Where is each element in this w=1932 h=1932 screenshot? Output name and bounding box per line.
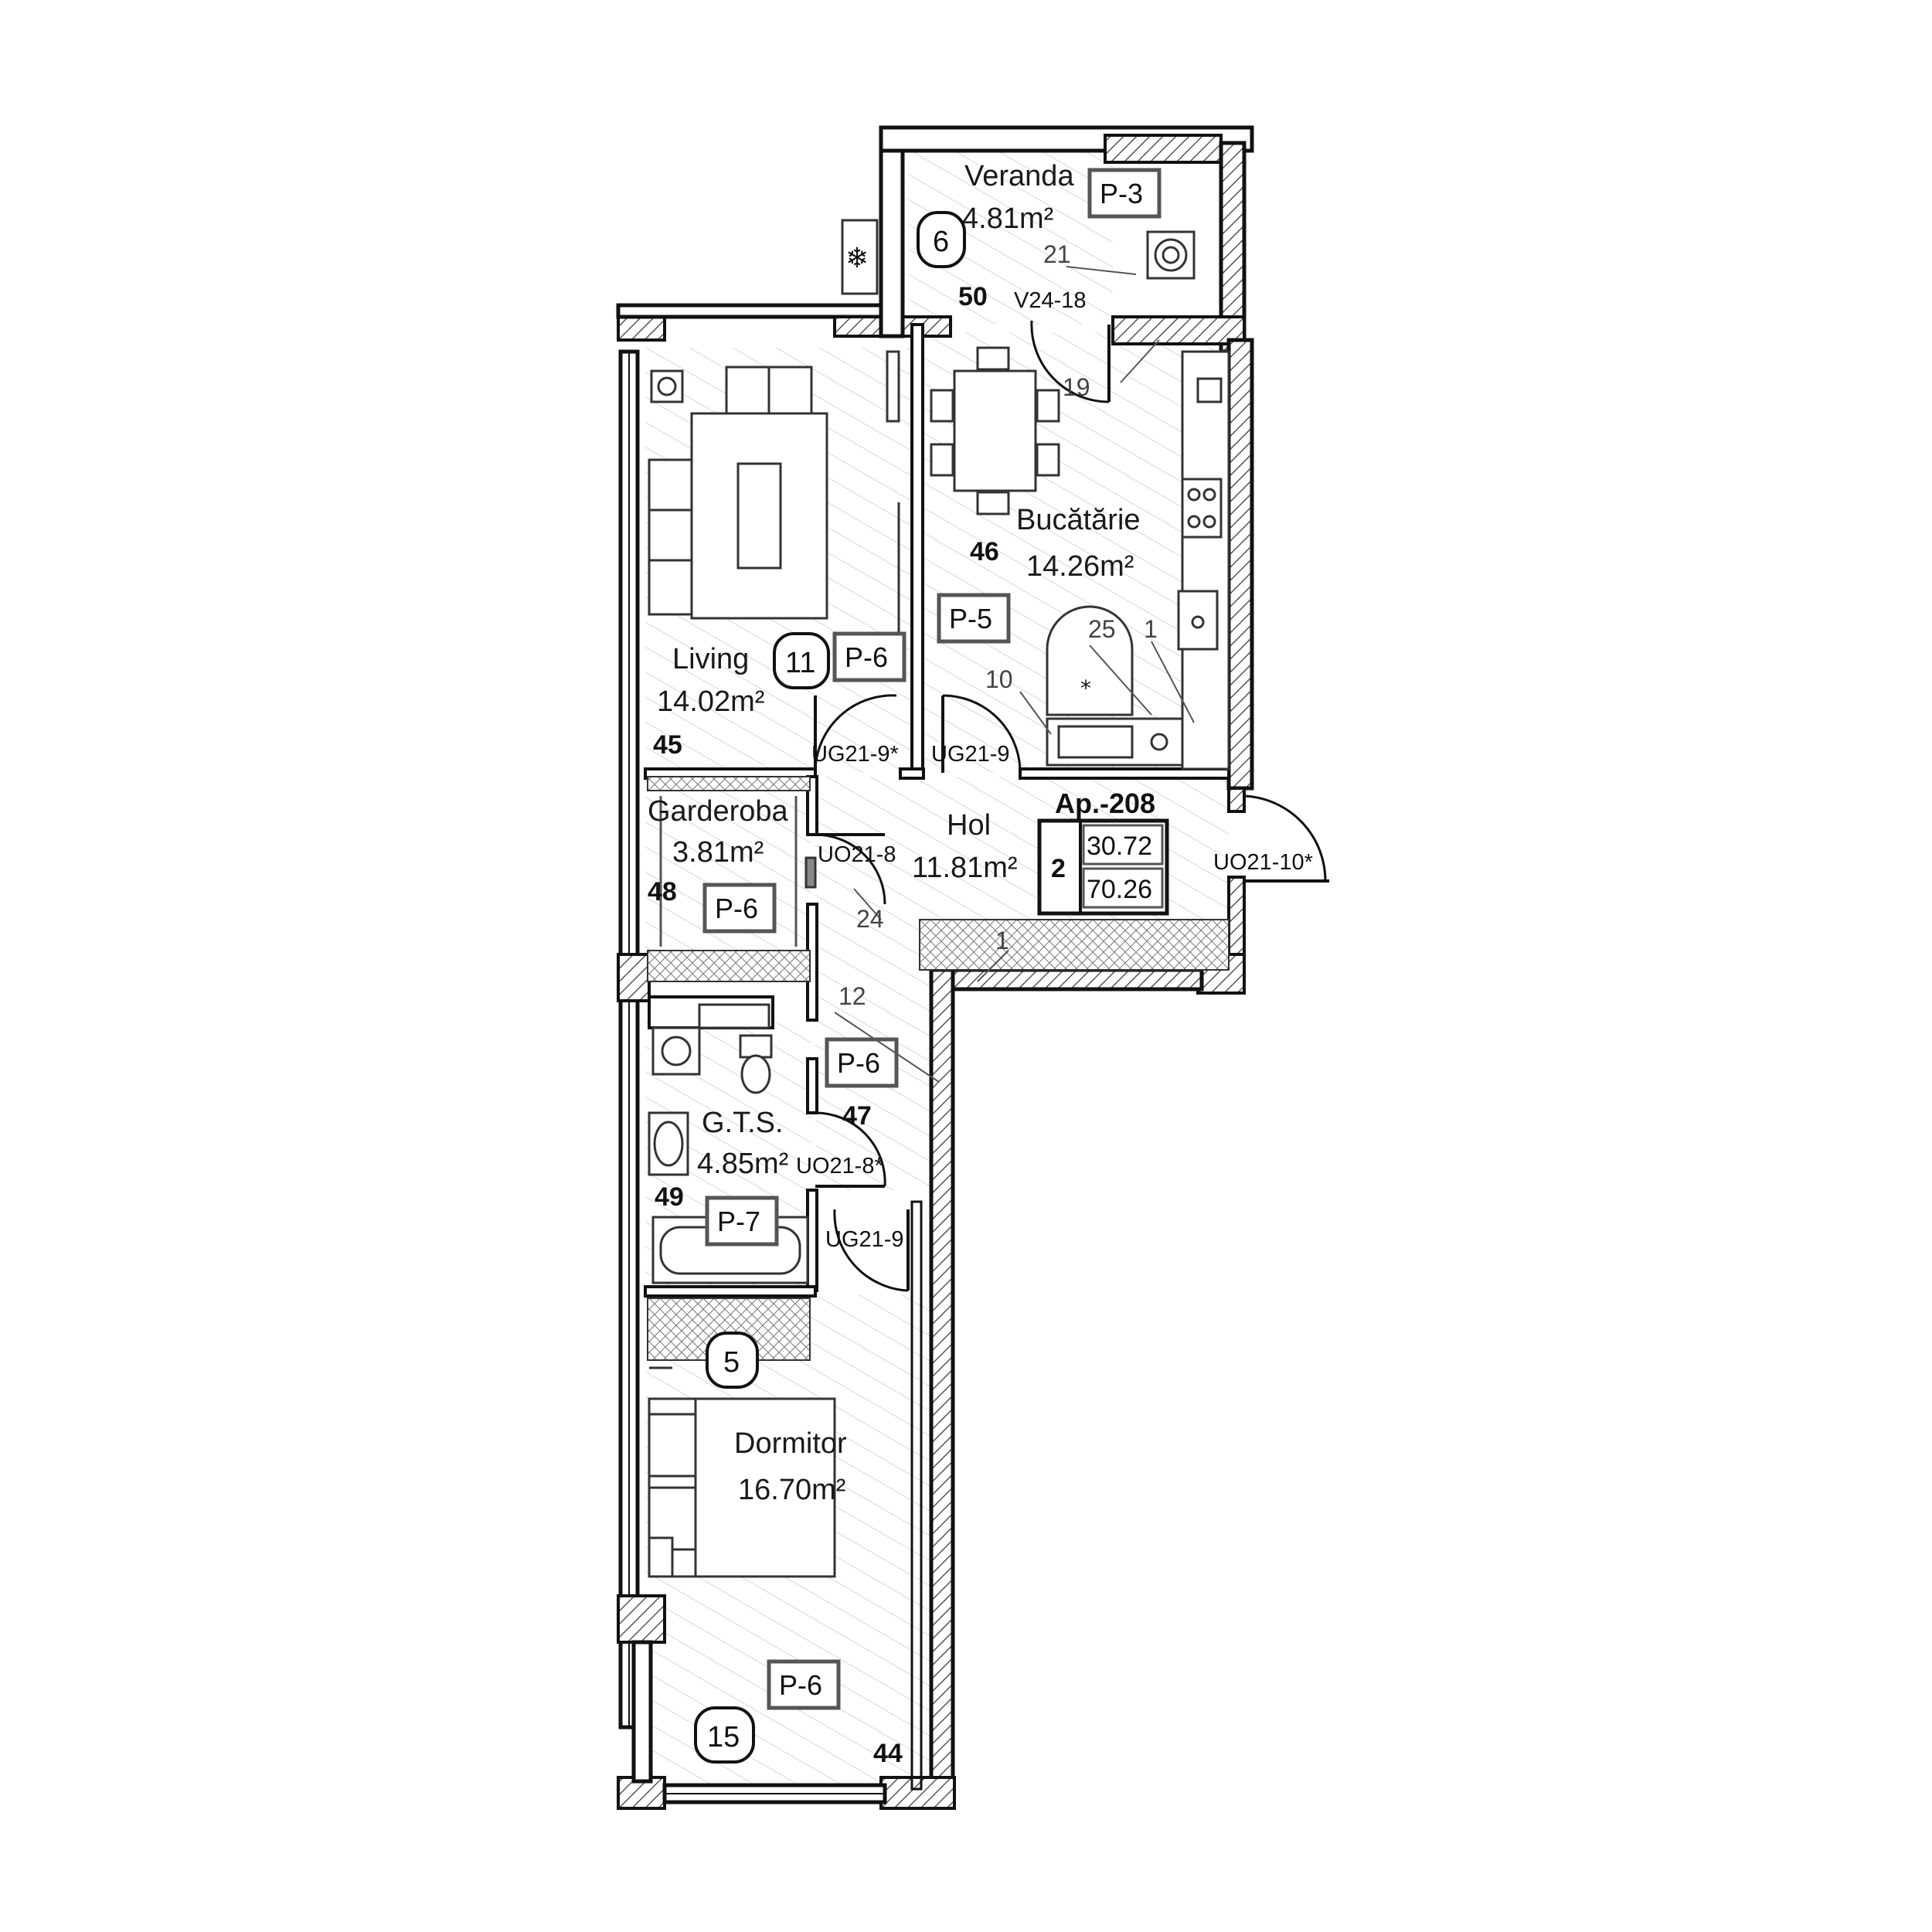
circle-marker-corridor: 5 — [706, 1332, 759, 1389]
wall-living-kitchen — [910, 323, 924, 774]
room-code-living: 45 — [653, 730, 682, 760]
room-name-garderoba: Garderoba — [648, 795, 789, 828]
room-name-gts: G.T.S. — [702, 1107, 784, 1139]
finish-tag-garderoba: P-6 — [702, 883, 777, 934]
circle-marker-living: 11 — [773, 632, 830, 689]
apartment-title: Ap.-208 — [1055, 787, 1155, 819]
svg-text:*: * — [1080, 675, 1091, 701]
finish-tag-hol: P-6 — [825, 1037, 899, 1088]
finish-tag-dormitor: P-6 — [767, 1659, 841, 1710]
coffee-table — [736, 462, 782, 570]
room-area-bucatarie: 14.26m² — [1026, 550, 1134, 583]
room-name-hol: Hol — [947, 809, 991, 842]
room-code-gts: 49 — [655, 1182, 684, 1212]
finish-tag-veranda: P-3 — [1087, 168, 1162, 219]
room-code-garderoba: 48 — [648, 877, 677, 906]
svg-text:❄: ❄ — [845, 243, 869, 274]
wall-right-kitchen — [1226, 338, 1254, 791]
door-labels: V24-18 UG21-9* UG21-9 UO21-8 UO21-10* UO… — [796, 288, 1313, 1252]
room-code-hol: 47 — [842, 1101, 872, 1131]
leader-21: 21 — [1043, 240, 1071, 268]
kitchen-counter — [1181, 350, 1230, 770]
room-area-veranda: 4.81m² — [962, 202, 1053, 235]
doors — [814, 320, 1329, 1292]
wall-top-living — [616, 303, 887, 319]
leader-10: 10 — [985, 665, 1013, 693]
door-label-ug21-9-bed: UG21-9 — [825, 1227, 904, 1252]
room-area-garderoba: 3.81m² — [672, 836, 764, 869]
svg-text:P-5: P-5 — [949, 603, 992, 634]
room-code-dormitor: 44 — [873, 1739, 903, 1768]
finish-tag-gts: P-7 — [705, 1196, 779, 1247]
svg-text:15: 15 — [707, 1721, 740, 1753]
room-code-veranda: 50 — [958, 282, 988, 311]
door-label-v24-18: V24-18 — [1014, 288, 1087, 313]
svg-text:11: 11 — [785, 647, 815, 679]
svg-text:6: 6 — [933, 226, 949, 258]
svg-text:P-6: P-6 — [845, 641, 888, 673]
svg-text:P-7: P-7 — [717, 1206, 760, 1237]
apartment-total-area: 70.26 — [1087, 875, 1152, 904]
leader-1-hall: 1 — [995, 927, 1009, 954]
room-area-gts: 4.85m² — [697, 1148, 788, 1180]
room-name-veranda: Veranda — [964, 160, 1074, 192]
svg-text:P-3: P-3 — [1100, 178, 1143, 209]
circle-marker-dormitor: 15 — [694, 1706, 755, 1764]
leader-24: 24 — [856, 905, 884, 933]
leader-1-kitchen: 1 — [1144, 615, 1158, 643]
room-area-dormitor: 16.70m² — [738, 1474, 845, 1506]
door-label-uo21-10-star: UO21-10* — [1213, 850, 1313, 875]
wall-hall-bottom — [929, 968, 1204, 992]
toilet — [739, 1034, 773, 1059]
door-label-uo21-8-star: UO21-8* — [796, 1154, 883, 1179]
room-area-hol: 11.81m² — [912, 852, 1018, 884]
room-code-bucatarie: 46 — [970, 537, 999, 566]
leader-numbers: 21 19 25 1 10 24 1 12 — [834, 240, 1195, 1083]
finish-tags: P-3 P-5 P-6 P-6 P-6 P-7 P-6 — [702, 168, 1162, 1710]
ac-unit-icon — [841, 219, 879, 295]
room-area-living: 14.02m² — [657, 685, 764, 718]
wall-bedroom-right — [929, 968, 955, 1791]
hob — [1181, 478, 1223, 539]
door-label-ug21-9-kitchen: UG21-9 — [931, 742, 1010, 767]
circle-marker-veranda: 6 — [917, 211, 966, 268]
leader-25: 25 — [1088, 615, 1116, 643]
door-label-ug21-9-star: UG21-9* — [811, 742, 899, 767]
finish-tag-bucatarie: P-5 — [937, 593, 1011, 644]
svg-text:P-6: P-6 — [715, 893, 758, 924]
svg-text:P-6: P-6 — [837, 1047, 880, 1079]
dining-table — [953, 369, 1037, 492]
svg-text:5: 5 — [723, 1346, 740, 1379]
svg-text:P-6: P-6 — [779, 1669, 822, 1701]
apartment-rooms-count: 2 — [1051, 854, 1066, 883]
wall-veranda-left — [879, 125, 905, 338]
leader-19: 19 — [1063, 373, 1090, 401]
leader-12: 12 — [838, 982, 866, 1010]
door-label-uo21-8: UO21-8 — [818, 842, 896, 867]
room-name-dormitor: Dormitor — [734, 1427, 847, 1460]
room-labels: Veranda 4.81m² 50 Bucătărie 14.26m² 46 L… — [648, 160, 1141, 1768]
furniture: ❄ — [648, 219, 1230, 1578]
finish-tag-living: P-6 — [832, 631, 906, 682]
apartment-living-area: 30.72 — [1087, 832, 1152, 861]
room-name-living: Living — [672, 643, 749, 675]
apartment-info: Ap.-208 2 30.72 70.26 — [1037, 787, 1169, 916]
floor-veranda — [908, 143, 1113, 325]
circle-markers: 6 11 5 15 — [694, 211, 966, 1764]
room-name-bucatarie: Bucătărie — [1016, 504, 1141, 536]
